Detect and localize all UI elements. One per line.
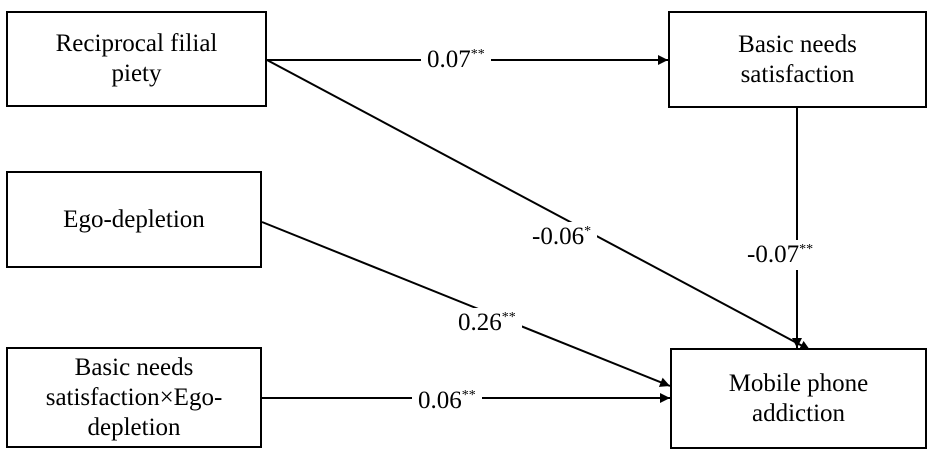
coef-rfp-to-mpa: -0.06* (526, 222, 598, 252)
coef-ego-to-mpa: 0.26** (452, 308, 522, 338)
node-label-line: addiction (751, 399, 846, 427)
node-mobile-phone-addiction: Mobile phone addiction (670, 348, 927, 449)
node-label-line: Basic needs (738, 30, 857, 58)
node-reciprocal-filial-piety: Reciprocal filial piety (6, 11, 267, 107)
coef-rfp-to-bns: 0.07** (421, 45, 491, 75)
arrow-ego-to-mpa (261, 221, 671, 387)
node-label-line: Reciprocal filial (55, 30, 218, 57)
node-label-line: depletion (87, 413, 181, 441)
node-label-line: Mobile phone (728, 369, 869, 397)
node-basic-needs-satisfaction: Basic needs satisfaction (668, 11, 927, 108)
node-label-line: satisfaction (740, 60, 855, 88)
coef-value: -0.06 (532, 223, 585, 250)
coef-value: 0.26 (458, 309, 502, 336)
node-label-line: satisfaction×Ego- (45, 383, 223, 411)
arrow-rfp-to-mpa (266, 59, 811, 351)
node-label-line: Basic needs (74, 353, 194, 381)
node-interaction-term: Basic needs satisfaction×Ego- depletion (6, 347, 262, 448)
coef-value: 0.06 (418, 387, 462, 414)
coef-significance: * (584, 224, 592, 239)
coef-int-to-mpa: 0.06** (412, 386, 482, 416)
node-label-line: Ego-depletion (63, 205, 205, 233)
coef-significance: ** (799, 242, 814, 257)
node-ego-depletion: Ego-depletion (6, 171, 262, 268)
coef-value: -0.07 (747, 241, 800, 268)
coef-bns-to-mpa: -0.07** (741, 240, 820, 270)
node-label-line: piety (111, 60, 162, 87)
coef-significance: ** (470, 47, 485, 62)
coef-value: 0.07 (427, 46, 471, 73)
coef-significance: ** (461, 388, 476, 403)
coef-significance: ** (501, 310, 516, 325)
